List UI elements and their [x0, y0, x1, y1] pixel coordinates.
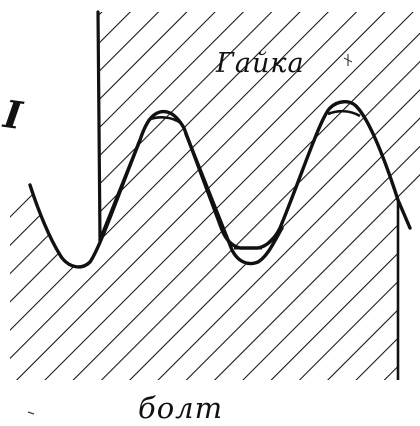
bolt-thread-profile [28, 132, 284, 269]
nut-label: Гайка [216, 48, 305, 79]
bolt-label: болт [138, 391, 224, 425]
crest-flat-1 [147, 116, 183, 126]
nut-left-edge [96, 10, 102, 242]
scan-mark [343, 54, 353, 66]
crest-flat-2 [327, 109, 361, 118]
scan-mark [27, 411, 35, 415]
nut-thread-profile [98, 100, 412, 250]
